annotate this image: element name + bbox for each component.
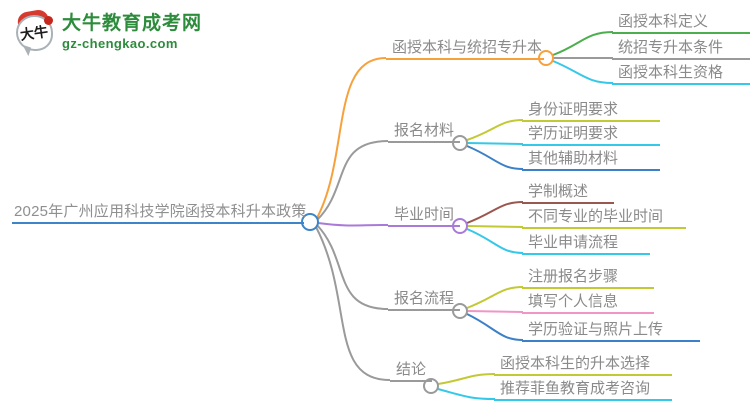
- connector-root-branch2: [316, 140, 389, 221]
- branch-conclusion[interactable]: 结论: [390, 360, 432, 382]
- leaf-regular-upgrade-conditions[interactable]: 统招专升本条件: [612, 38, 750, 60]
- leaf-education-proof-requirements[interactable]: 学历证明要求: [522, 124, 660, 146]
- leaf-correspondence-student-eligibility[interactable]: 函授本科生资格: [612, 63, 750, 85]
- leaf-education-verification-photo-upload[interactable]: 学历验证与照片上传: [522, 320, 700, 342]
- connector-root-branch1: [316, 57, 387, 219]
- connector-b1-leaf1: [552, 31, 614, 56]
- brand-name: 大牛教育成考网: [62, 12, 203, 34]
- node-circle-branch4[interactable]: [452, 303, 468, 319]
- leaf-graduation-application-process[interactable]: 毕业申请流程: [522, 233, 650, 255]
- connector-b4-leaf2: [466, 310, 524, 313]
- connector-b5-leaf2: [437, 388, 496, 400]
- leaf-recommend-consultation[interactable]: 推荐菲鱼教育成考咨询: [494, 379, 672, 401]
- node-circle-branch2[interactable]: [452, 135, 468, 151]
- connector-b2-leaf3: [466, 145, 524, 170]
- leaf-other-supporting-materials[interactable]: 其他辅助材料: [522, 149, 660, 171]
- connector-b3-leaf2: [466, 225, 524, 228]
- leaf-graduation-time-by-major[interactable]: 不同专业的毕业时间: [522, 207, 686, 229]
- logo-red-seal: [44, 16, 53, 25]
- connector-root-branch4: [316, 224, 389, 310]
- connector-b2-leaf1: [466, 119, 524, 141]
- leaf-fill-personal-info[interactable]: 填写个人信息: [522, 292, 654, 314]
- logo-icon-text: 大牛: [19, 24, 50, 44]
- connector-b3-leaf1: [466, 201, 524, 224]
- leaf-upgrade-choice-for-students[interactable]: 函授本科生的升本选择: [494, 354, 672, 376]
- connector-root-branch5: [315, 226, 391, 381]
- leaf-registration-steps[interactable]: 注册报名步骤: [522, 267, 654, 289]
- logo-bubble-tail: [19, 44, 32, 57]
- connector-b2-leaf2: [466, 142, 524, 145]
- connector-b4-leaf1: [466, 286, 524, 309]
- connector-b3-leaf3: [466, 228, 524, 254]
- node-circle-branch5[interactable]: [423, 378, 439, 394]
- branch-correspondence-vs-regular[interactable]: 函授本科与统招专升本: [386, 38, 544, 60]
- brand-url: gz-chengkao.com: [62, 35, 178, 51]
- branch-application-materials[interactable]: 报名材料: [388, 121, 460, 143]
- branch-application-process[interactable]: 报名流程: [388, 289, 460, 311]
- site-logo[interactable]: 大牛 大牛教育成考网 gz-chengkao.com: [14, 8, 203, 57]
- leaf-identity-proof-requirements[interactable]: 身份证明要求: [522, 100, 660, 122]
- connector-b4-leaf3: [466, 313, 524, 341]
- connector-root-branch3: [317, 222, 389, 227]
- leaf-schooling-system-overview[interactable]: 学制概述: [522, 182, 614, 204]
- connector-b1-leaf3: [552, 60, 614, 84]
- connector-b5-leaf1: [437, 373, 496, 385]
- daniu-bubble-logo-icon: 大牛: [14, 8, 56, 57]
- leaf-correspondence-definition[interactable]: 函授本科定义: [612, 12, 750, 34]
- root-node-policy-title[interactable]: 2025年广州应用科技学院函授本科升本政策: [12, 202, 306, 224]
- branch-graduation-time[interactable]: 毕业时间: [388, 205, 460, 227]
